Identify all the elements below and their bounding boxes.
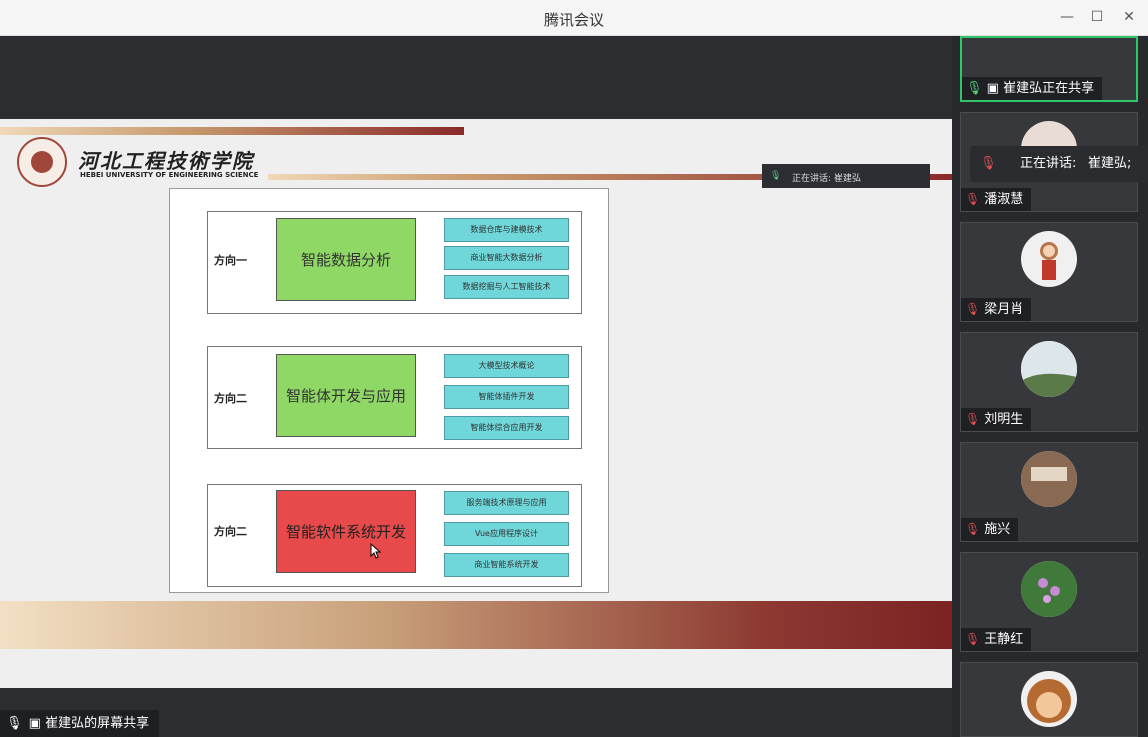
school-name-cn: 河北工程技術学院 bbox=[78, 149, 254, 173]
screen-share-owner: 崔建弘的屏幕共享 bbox=[45, 716, 150, 731]
participant-name: 潘淑慧 bbox=[984, 192, 1024, 207]
course-box: 商业智能大数据分析 bbox=[444, 246, 569, 270]
participant-namebar: 🎙梁月肖 bbox=[961, 298, 1032, 321]
avatar bbox=[1021, 231, 1077, 287]
screen-share-icon: ▣ bbox=[28, 716, 41, 731]
mic-icon: 🎙 bbox=[6, 716, 23, 731]
avatar bbox=[1021, 671, 1077, 727]
school-logo bbox=[17, 137, 67, 187]
mic-muted-icon: 🎙 bbox=[980, 156, 997, 171]
participant-name: 刘明生 bbox=[984, 412, 1024, 427]
participant-namebar: 🎙王静红 bbox=[961, 628, 1032, 651]
participant-tile[interactable]: 🎙施兴 bbox=[960, 442, 1138, 542]
maximize-button[interactable]: ☐ bbox=[1090, 9, 1104, 25]
course-box: 数据仓库与建模技术 bbox=[444, 218, 569, 242]
mic-muted-icon: 🎙 bbox=[965, 192, 981, 206]
direction-main-box: 智能软件系统开发 bbox=[276, 490, 416, 573]
direction-group: 方向二 智能软件系统开发 服务端技术原理与应用 Vue应用程序设计 商业智能系统… bbox=[207, 484, 582, 587]
course-box: Vue应用程序设计 bbox=[444, 522, 569, 546]
participant-namebar: 🎙潘淑慧 bbox=[961, 188, 1032, 211]
screen-share-label: 🎙 ▣ 崔建弘的屏幕共享 bbox=[0, 710, 160, 737]
mic-muted-icon: 🎙 bbox=[965, 412, 981, 426]
participant-tile[interactable]: 🎙梁月肖 bbox=[960, 222, 1138, 322]
participant-namebar: 🎙施兴 bbox=[961, 518, 1019, 541]
school-name-en: HEBEI UNIVERSITY OF ENGINEERING SCIENCE bbox=[80, 171, 259, 179]
participant-namebar: 🎙 ▣ 崔建弘正在共享 bbox=[962, 77, 1103, 100]
speaking-label: 正在讲话: bbox=[792, 174, 832, 184]
participant-name: 王静红 bbox=[984, 632, 1024, 647]
mouse-cursor-icon bbox=[370, 543, 382, 559]
mic-muted-icon: 🎙 bbox=[965, 302, 981, 316]
mic-icon: 🎙 bbox=[770, 171, 782, 181]
participant-name: 崔建弘正在共享 bbox=[1003, 81, 1095, 96]
speaking-name: 崔建弘 bbox=[834, 174, 862, 184]
participant-panel[interactable]: 🎙 ▣ 崔建弘正在共享 🎙潘淑慧 🎙梁月肖 🎙刘明生 🎙施兴 bbox=[952, 36, 1148, 737]
avatar bbox=[1021, 561, 1077, 617]
participant-tile[interactable]: 🎙刘明生 bbox=[960, 332, 1138, 432]
screen-share-area: 河北工程技術学院 HEBEI UNIVERSITY OF ENGINEERING… bbox=[0, 36, 952, 737]
participant-tile[interactable]: 🎙王静红 bbox=[960, 552, 1138, 652]
course-box: 智能体插件开发 bbox=[444, 385, 569, 409]
participant-namebar: 🎙刘明生 bbox=[961, 408, 1032, 431]
shared-slide: 河北工程技術学院 HEBEI UNIVERSITY OF ENGINEERING… bbox=[0, 119, 952, 688]
window-title: 腾讯会议 bbox=[543, 11, 604, 29]
speaking-tooltip-label: 正在讲话: bbox=[1020, 156, 1077, 171]
course-box: 服务端技术原理与应用 bbox=[444, 491, 569, 515]
mic-muted-icon: 🎙 bbox=[965, 522, 981, 536]
speaking-indicator-bar: 🎙 正在讲话: 崔建弘 bbox=[762, 164, 930, 188]
title-bar: 腾讯会议 — ☐ ✕ bbox=[0, 0, 1148, 36]
direction-main-box: 智能体开发与应用 bbox=[276, 354, 416, 437]
course-box: 数据挖掘与人工智能技术 bbox=[444, 275, 569, 299]
slide-top-stripe bbox=[0, 127, 464, 135]
speaking-tooltip: 🎙 正在讲话: 崔建弘; bbox=[970, 146, 1148, 182]
course-diagram: 方向一 智能数据分析 数据仓库与建模技术 商业智能大数据分析 数据挖掘与人工智能… bbox=[169, 188, 609, 593]
direction-label: 方向二 bbox=[214, 525, 247, 538]
participant-tile[interactable]: 🎙 ▣ 崔建弘正在共享 bbox=[960, 36, 1138, 102]
screen-share-icon: ▣ bbox=[986, 81, 999, 96]
participant-tile[interactable] bbox=[960, 662, 1138, 737]
direction-group: 方向二 智能体开发与应用 大模型技术概论 智能体插件开发 智能体综合应用开发 bbox=[207, 346, 582, 449]
direction-main-box: 智能数据分析 bbox=[276, 218, 416, 301]
direction-group: 方向一 智能数据分析 数据仓库与建模技术 商业智能大数据分析 数据挖掘与人工智能… bbox=[207, 211, 582, 314]
mic-muted-icon: 🎙 bbox=[965, 632, 981, 646]
close-button[interactable]: ✕ bbox=[1123, 9, 1135, 25]
course-box: 大模型技术概论 bbox=[444, 354, 569, 378]
slide-header-stripe bbox=[268, 174, 952, 180]
avatar bbox=[1021, 451, 1077, 507]
participant-name: 施兴 bbox=[984, 522, 1011, 537]
direction-label: 方向一 bbox=[214, 254, 247, 267]
minimize-button[interactable]: — bbox=[1060, 9, 1074, 25]
avatar bbox=[1021, 341, 1077, 397]
mic-on-icon: 🎙 bbox=[966, 81, 983, 96]
direction-label: 方向二 bbox=[214, 392, 247, 405]
participant-name: 梁月肖 bbox=[984, 302, 1024, 317]
speaking-tooltip-name: 崔建弘; bbox=[1088, 156, 1132, 171]
slide-bottom-band bbox=[0, 601, 952, 649]
course-box: 智能体综合应用开发 bbox=[444, 416, 569, 440]
course-box: 商业智能系统开发 bbox=[444, 553, 569, 577]
